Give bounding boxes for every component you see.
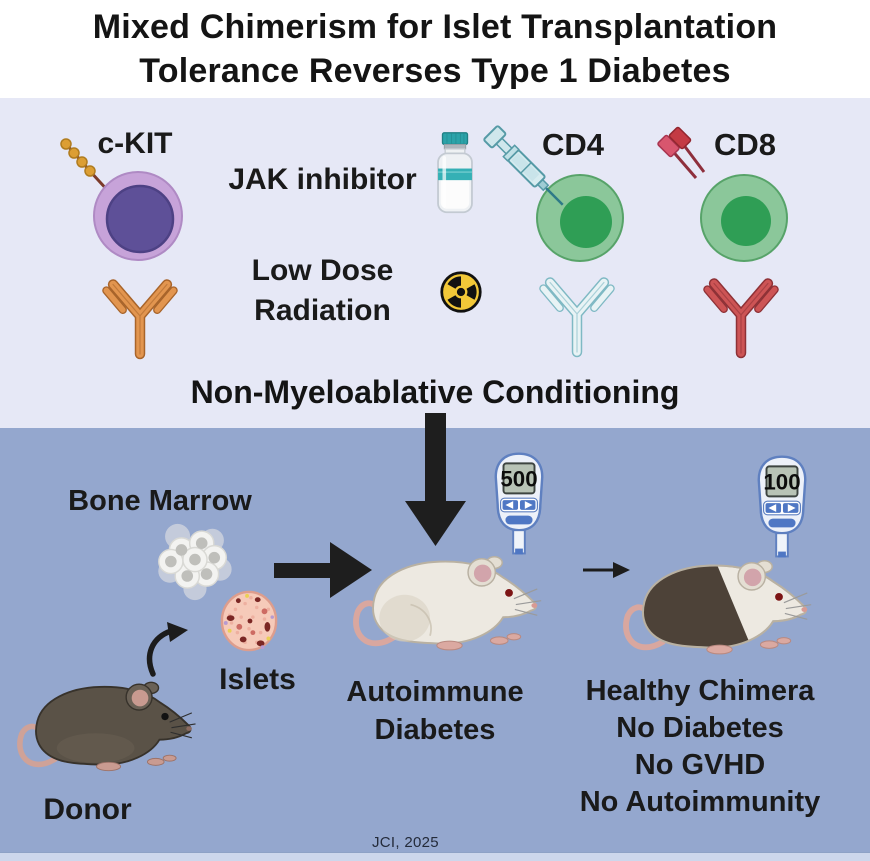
- stem-cell-icon: [93, 171, 183, 261]
- autoimmune-line-1: Autoimmune: [346, 676, 524, 708]
- glucose-reading-high: 500: [500, 467, 537, 492]
- title-band: [0, 0, 870, 98]
- small-right-arrow: [583, 562, 630, 578]
- chimera-mouse: [623, 560, 812, 655]
- donor-mouse: [17, 681, 196, 772]
- glucometer-low: 100: [757, 455, 807, 558]
- cd4-label: CD4: [541, 127, 604, 162]
- footer-strip: [0, 852, 870, 861]
- healthy-line-2: No Diabetes: [616, 712, 784, 744]
- healthy-line-3: No GVHD: [634, 749, 766, 781]
- islets-label: Islets: [219, 663, 296, 696]
- low-dose-line-2: Radiation: [254, 294, 391, 327]
- glucometer-high: 500: [494, 452, 544, 555]
- bone-marrow-icon: [158, 523, 232, 601]
- syringe-icon: [483, 125, 564, 206]
- bone-marrow-label: Bone Marrow: [68, 485, 252, 517]
- vial-icon: [437, 132, 473, 214]
- low-dose-line-1: Low Dose: [251, 254, 394, 287]
- curved-arrow: [146, 622, 188, 677]
- conditioning-panel: [0, 98, 870, 428]
- down-arrow: [405, 413, 466, 546]
- healthy-line-1: Healthy Chimera: [585, 675, 815, 707]
- antibody-orange-icon: [102, 279, 178, 360]
- title-line-1: Mixed Chimerism for Islet Transplantatio…: [92, 8, 778, 46]
- low-dose-radiation-label: Low Dose Radiation: [230, 251, 415, 331]
- title-line-2: Tolerance Reverses Type 1 Diabetes: [139, 52, 731, 90]
- healthy-line-4: No Autoimmunity: [579, 786, 821, 818]
- donor-label: Donor: [43, 793, 132, 826]
- right-arrow: [274, 542, 372, 598]
- antibody-teal-icon: [539, 277, 615, 358]
- figure-title: Mixed Chimerism for Islet Transplantatio…: [0, 5, 870, 93]
- autoimmune-line-2: Diabetes: [374, 714, 496, 746]
- cd4-cell-icon: [536, 174, 624, 262]
- conditioning-caption: Non-Myeloablative Conditioning: [190, 374, 680, 410]
- journal-credit: JCI, 2025: [372, 834, 439, 851]
- cd8-receptor-icon: [657, 126, 706, 179]
- cd8-cell-icon: [700, 174, 788, 262]
- healthy-chimera-label: Healthy Chimera No Diabetes No GVHD No A…: [545, 673, 855, 821]
- ckit-label: c-KIT: [97, 127, 173, 160]
- autoimmune-mouse: [353, 556, 542, 651]
- cd8-label: CD8: [713, 127, 776, 162]
- jak-inhibitor-label: JAK inhibitor: [228, 163, 417, 196]
- radiation-icon: [440, 271, 482, 313]
- autoimmune-diabetes-label: Autoimmune Diabetes: [318, 673, 552, 749]
- islet-icon: [220, 590, 278, 652]
- antibody-red-icon: [703, 278, 779, 359]
- glucose-reading-low: 100: [763, 470, 800, 495]
